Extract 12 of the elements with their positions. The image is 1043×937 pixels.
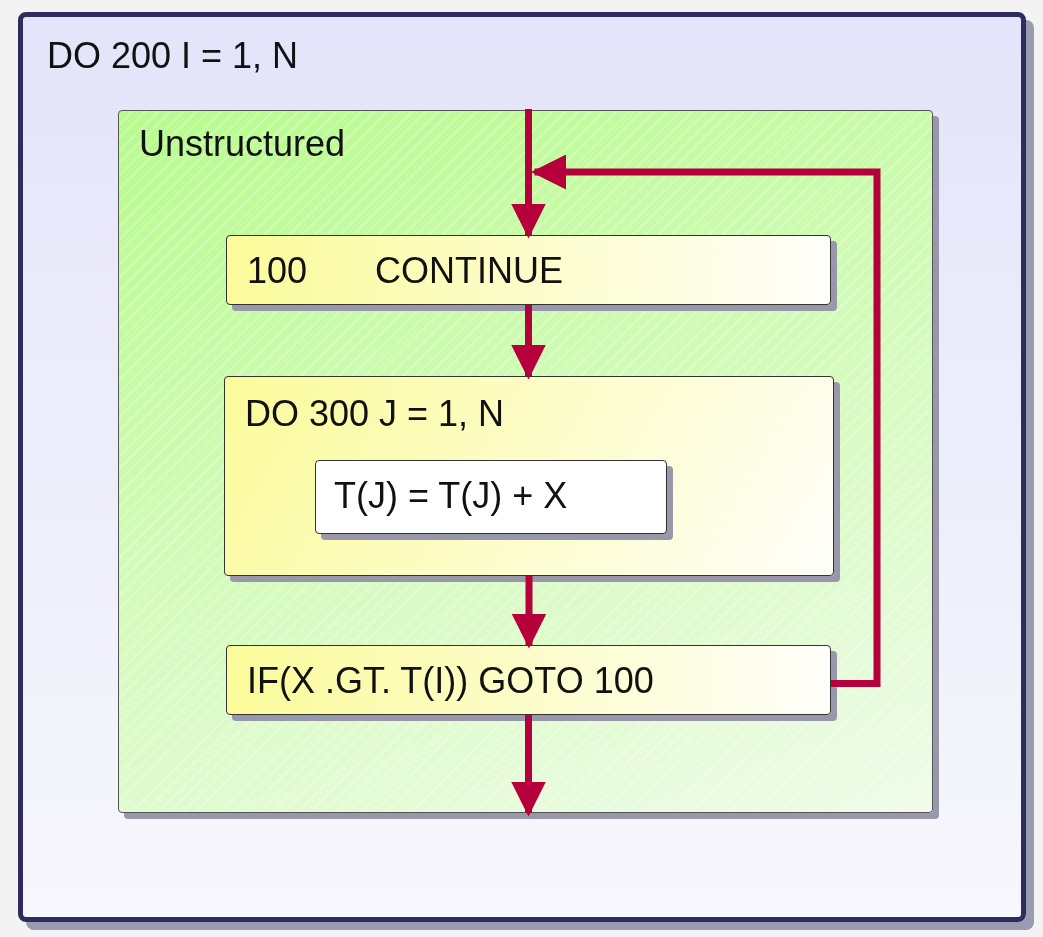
section-heading: Unstructured xyxy=(139,123,346,165)
arrow xyxy=(511,715,546,817)
code-statement: IF(X .GT. T(I)) GOTO 100 xyxy=(247,660,654,702)
arrow xyxy=(511,305,546,380)
code-statement: DO 300 J = 1, N xyxy=(245,393,505,435)
code-statement: DO 200 I = 1, N xyxy=(47,35,299,77)
code-statement: CONTINUE xyxy=(375,250,563,292)
arrow xyxy=(511,576,547,649)
line-number: 100 xyxy=(247,250,308,292)
arrow xyxy=(511,109,546,239)
arrow xyxy=(531,154,881,687)
code-statement: T(J) = T(J) + X xyxy=(334,475,568,517)
